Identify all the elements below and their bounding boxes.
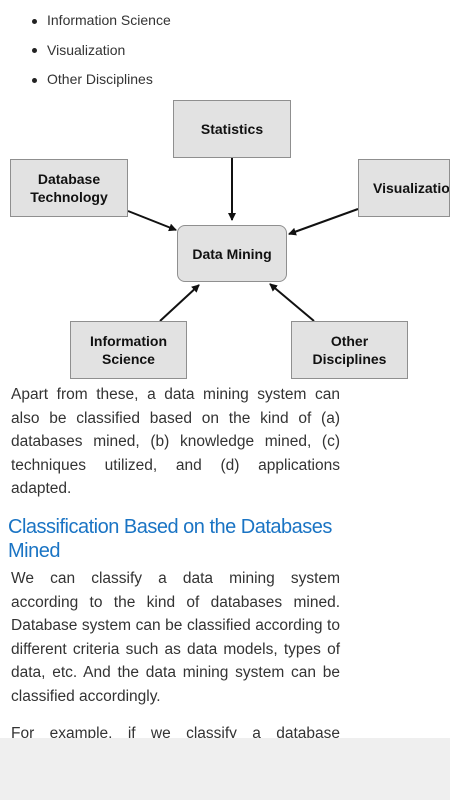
- data-mining-box: Data Mining: [177, 225, 287, 282]
- list-item: Information Science: [0, 6, 450, 36]
- arrow-information-science: [159, 284, 200, 322]
- statistics-label: Statistics: [200, 121, 264, 137]
- diagram-arrows: [127, 158, 359, 322]
- information-science-label: Information Science: [90, 333, 167, 367]
- other-disciplines-box: Other Disciplines: [291, 321, 408, 379]
- partial-paragraph-text: For example, if we classify a database: [11, 725, 340, 738]
- database-technology-label: Database Technology: [30, 171, 108, 205]
- list-item: Visualization: [0, 36, 450, 66]
- statistics-box: Statistics: [173, 100, 291, 158]
- other-disciplines-label: Other Disciplines: [312, 333, 387, 367]
- discipline-list: Information Science Visualization Other …: [0, 6, 450, 95]
- section-heading: Classification Based on the Databases Mi…: [8, 516, 332, 562]
- visualization-label: Visualization: [373, 180, 450, 196]
- arrow-other-disciplines: [269, 283, 315, 322]
- partial-paragraph: For example, if we classify a database: [0, 722, 450, 738]
- list-item: Other Disciplines: [0, 65, 450, 95]
- data-mining-diagram: Statistics Database Technology Visualiza…: [0, 96, 450, 386]
- visualization-box: Visualization: [358, 159, 450, 217]
- paragraph-classification-intro: Apart from these, a data mining system c…: [11, 386, 340, 497]
- information-science-box: Information Science: [70, 321, 187, 379]
- database-technology-box: Database Technology: [10, 159, 128, 217]
- paragraph-databases-mined: We can classify a data mining system acc…: [11, 570, 340, 705]
- data-mining-label: Data Mining: [192, 245, 272, 262]
- bottom-bar: [0, 738, 450, 800]
- arrow-database: [127, 210, 177, 232]
- arrow-visualization: [288, 208, 359, 236]
